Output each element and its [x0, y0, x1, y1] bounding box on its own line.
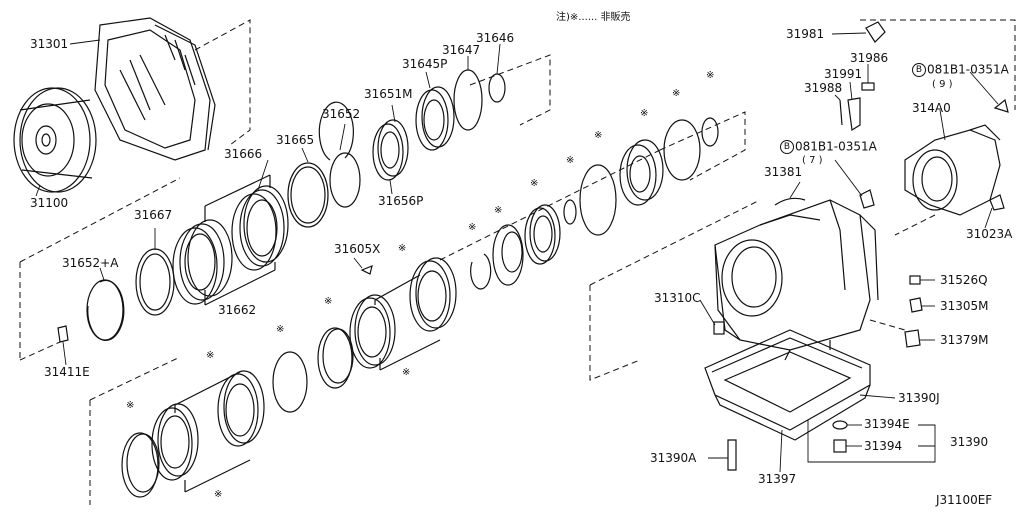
asterisk-marker: ※: [398, 243, 407, 254]
label-31394: 31394: [864, 439, 903, 453]
asterisk-marker: ※: [126, 400, 135, 411]
label-31646: 31646: [476, 31, 515, 45]
part-31981-shape: [865, 21, 886, 43]
snap-ring-31652: [318, 101, 354, 161]
label-31652a: 31652+A: [62, 256, 119, 270]
part-31394-shape: [833, 439, 847, 453]
piston-31656p: [372, 123, 404, 181]
bolt-081b1-9-shape: [993, 98, 1009, 113]
converter-housing-shape: [94, 17, 216, 161]
part-31988-shape: [839, 99, 843, 126]
transmission-case-shape: [714, 199, 879, 361]
part-31305m-shape: [909, 297, 923, 313]
label-31652: 31652: [322, 107, 361, 121]
label-31023a: 31023A: [966, 227, 1013, 241]
part-31023a-shape: [989, 194, 1005, 211]
label-31667: 31667: [134, 208, 173, 222]
rear-extension-shape: [904, 124, 1001, 216]
bolt-081b1-7-shape: [859, 189, 875, 209]
seal-31646: [488, 73, 506, 103]
dashed-guides: [19, 19, 1016, 505]
label-31988: 31988: [804, 81, 843, 95]
label-31605x: 31605X: [334, 242, 381, 256]
label-081b1-9-qty: ( 9 ): [932, 79, 953, 90]
label-31666: 31666: [224, 147, 263, 161]
label-31305m: 31305M: [940, 299, 989, 313]
label-314a0: 314A0: [912, 101, 951, 115]
part-31411e-shape: [57, 325, 69, 343]
clutch-pack-upper: [172, 174, 289, 306]
part-31310c-shape: [713, 321, 725, 335]
label-31665: 31665: [276, 133, 315, 147]
label-31662: 31662: [218, 303, 257, 317]
asterisk-marker: ※: [530, 178, 539, 189]
asterisk-marker: ※: [566, 155, 575, 166]
label-31526q: 31526Q: [940, 273, 988, 287]
asterisk-marker: ※: [494, 205, 503, 216]
label-31310c: 31310C: [654, 291, 701, 305]
label-31379m: 31379M: [940, 333, 989, 347]
label-31651m: 31651M: [364, 87, 413, 101]
label-31991: 31991: [824, 67, 863, 81]
label-31301: 31301: [30, 37, 69, 51]
part-31986-shape: [861, 82, 875, 91]
label-31656p: 31656P: [378, 194, 424, 208]
legend-note: 注)※...... 非販売: [556, 12, 631, 23]
label-31390j: 31390J: [898, 391, 940, 405]
asterisk-marker: ※: [706, 70, 715, 81]
seal-31647: [453, 69, 483, 131]
leader-lines: [35, 32, 999, 473]
part-31991-shape: [847, 97, 861, 132]
torque-converter-shape: [13, 87, 97, 193]
asterisk-marker: ※: [594, 130, 603, 141]
asterisk-marker: ※: [276, 324, 285, 335]
label-31645p: 31645P: [402, 57, 448, 71]
asterisk-marker: ※: [206, 350, 215, 361]
label-31981: 31981: [786, 27, 825, 41]
piston-31645p: [415, 89, 449, 151]
part-31381-shape: [774, 197, 806, 206]
asterisk-marker: ※: [324, 296, 333, 307]
asterisk-marker: ※: [214, 489, 223, 500]
catalog-code: J31100EF: [936, 493, 993, 507]
asterisk-marker: ※: [640, 108, 649, 119]
label-31100: 31100: [30, 196, 69, 210]
part-31526q-shape: [909, 275, 921, 285]
label-31394e: 31394E: [864, 417, 910, 431]
part-31390a-shape: [727, 439, 737, 471]
bolt-marker-icon: B: [780, 140, 794, 154]
bolt-marker-icon: B: [912, 63, 926, 77]
label-31986: 31986: [850, 51, 889, 65]
oil-pan-shape: [704, 329, 871, 441]
label-081b1-7-qty: ( 7 ): [802, 155, 823, 166]
label-31390a: 31390A: [650, 451, 697, 465]
asterisk-marker: ※: [672, 88, 681, 99]
clutch-pack-lower: [121, 257, 457, 498]
label-31411e: 31411E: [44, 365, 90, 379]
label-31381: 31381: [764, 165, 803, 179]
label-31390: 31390: [950, 435, 989, 449]
ring-31665: [287, 162, 329, 228]
planetary-group: [470, 117, 719, 290]
clutch-ring-31667: [135, 248, 175, 316]
asterisk-marker: ※: [468, 222, 477, 233]
label-31647: 31647: [442, 43, 481, 57]
asterisk-marker: ※: [402, 367, 411, 378]
part-31379m-shape: [904, 329, 921, 348]
part-31394e-shape: [832, 420, 848, 430]
label-31397: 31397: [758, 472, 797, 486]
